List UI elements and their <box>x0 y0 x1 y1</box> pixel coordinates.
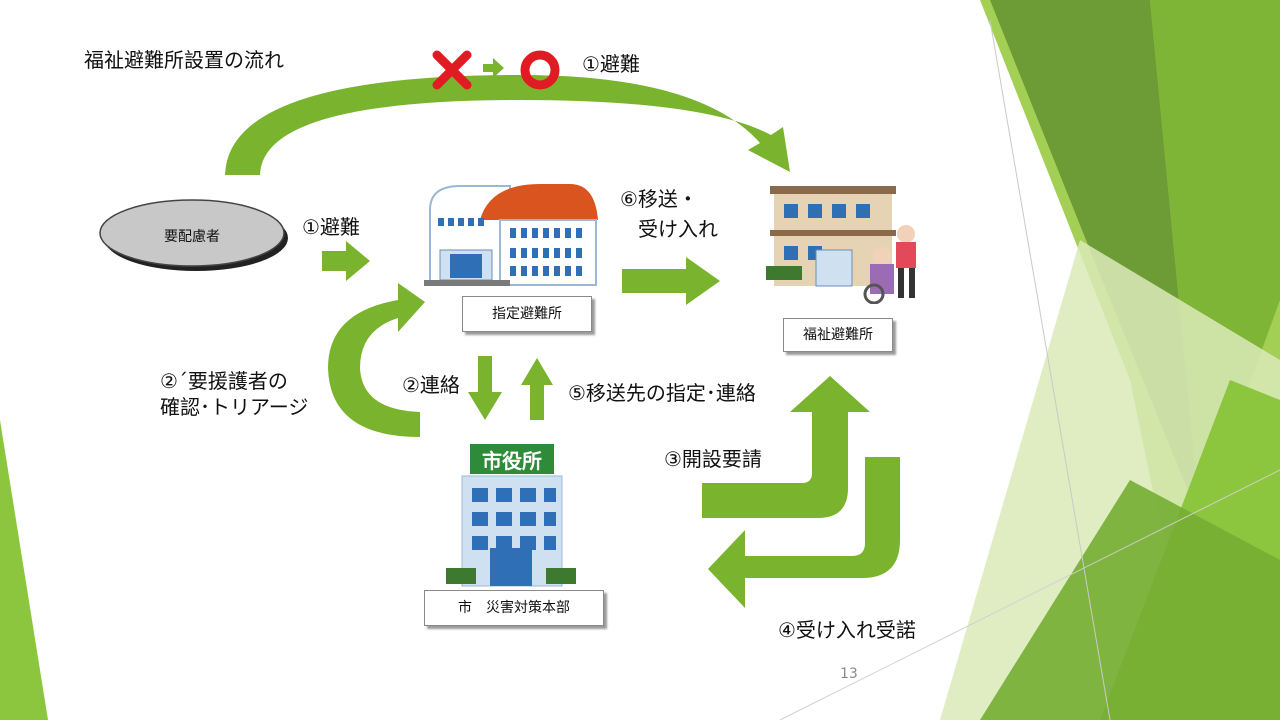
small-right-arrow-icon <box>483 58 504 78</box>
thin-line-2 <box>779 469 1280 720</box>
arrow-up-designate <box>521 358 553 420</box>
arrow-transfer <box>622 257 720 305</box>
thin-line-1 <box>989 19 1111 720</box>
person-ellipse <box>99 199 288 271</box>
city-hall-sign: 市役所 <box>482 449 542 473</box>
person-label: 要配慮者 <box>164 229 220 245</box>
welfare-shelter-label: 福祉避難所 <box>783 318 893 352</box>
shelter-building-icon <box>424 184 598 286</box>
curved-evacuate-arrow <box>225 75 790 175</box>
evacuate-label: ①避難 <box>302 215 360 239</box>
accept-label: ④受け入れ受諾 <box>778 618 916 642</box>
designate-label: ⑤移送先の指定･連絡 <box>568 381 756 405</box>
o-mark-icon <box>520 50 560 90</box>
city-hall-building-icon <box>446 444 576 587</box>
slide-title: 福祉避難所設置の流れ <box>84 48 284 72</box>
open-request-label: ③開設要請 <box>664 447 762 471</box>
arrow-accept <box>708 457 900 608</box>
arrow-person-to-shelter <box>322 241 370 281</box>
transfer-label-line2: 受け入れ <box>638 217 718 241</box>
top-evacuate-label: ①避難 <box>582 52 640 76</box>
confirm-label-line2: 確認･トリアージ <box>160 395 309 419</box>
x-mark-icon <box>432 50 472 90</box>
left-green-triangle <box>0 420 48 720</box>
page-number: 13 <box>840 666 858 682</box>
city-hq-label: 市 災害対策本部 <box>424 590 604 626</box>
confirm-label-line1: ②´要援護者の <box>160 369 288 393</box>
right-green-band-mid <box>1150 0 1280 520</box>
arrow-down-contact <box>468 356 502 420</box>
welfare-shelter-building-icon <box>766 186 916 304</box>
confirm-loop-arrow <box>328 283 425 437</box>
bottom-right-dark-wedge <box>980 480 1280 720</box>
arrow-open-request <box>702 376 870 518</box>
contact-label: ②連絡 <box>402 373 460 397</box>
transfer-label-line1: ⑥移送・ <box>620 187 698 211</box>
shelter-label: 指定避難所 <box>462 296 592 332</box>
